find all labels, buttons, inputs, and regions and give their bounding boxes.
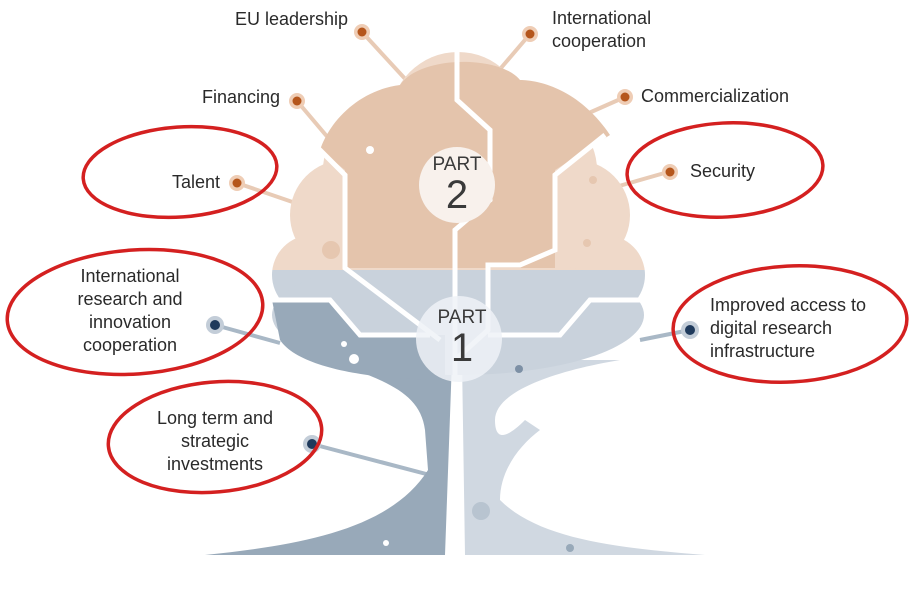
part-1-number: 1 (450, 326, 474, 370)
topic-long-term-investments: Long term and strategic investments (156, 408, 274, 474)
topic-commercialization: Commercialization (641, 86, 790, 106)
trunk-right (462, 360, 705, 555)
part-2-number: 2 (445, 173, 469, 217)
topic-security: Security (690, 161, 756, 181)
part-2-word: PART (432, 154, 482, 175)
part-1-badge: PART 1 (422, 307, 502, 370)
topic-international-research-innovation: International research and innovation co… (77, 266, 183, 355)
part2-connectors (236, 30, 669, 210)
topic-talent: Talent (171, 172, 220, 192)
part-1-word: PART (437, 307, 487, 328)
topic-digital-research-infrastructure: Improved access to digital research infr… (710, 295, 867, 361)
part-2-badge: PART 2 (417, 154, 497, 217)
navy-topic-dots (206, 316, 699, 453)
topic-international-cooperation: International cooperation (552, 8, 652, 51)
topic-eu-leadership: EU leadership (234, 9, 348, 29)
topic-financing: Financing (201, 87, 280, 107)
highlight-circles (5, 121, 909, 495)
orange-topic-dots (229, 24, 678, 191)
